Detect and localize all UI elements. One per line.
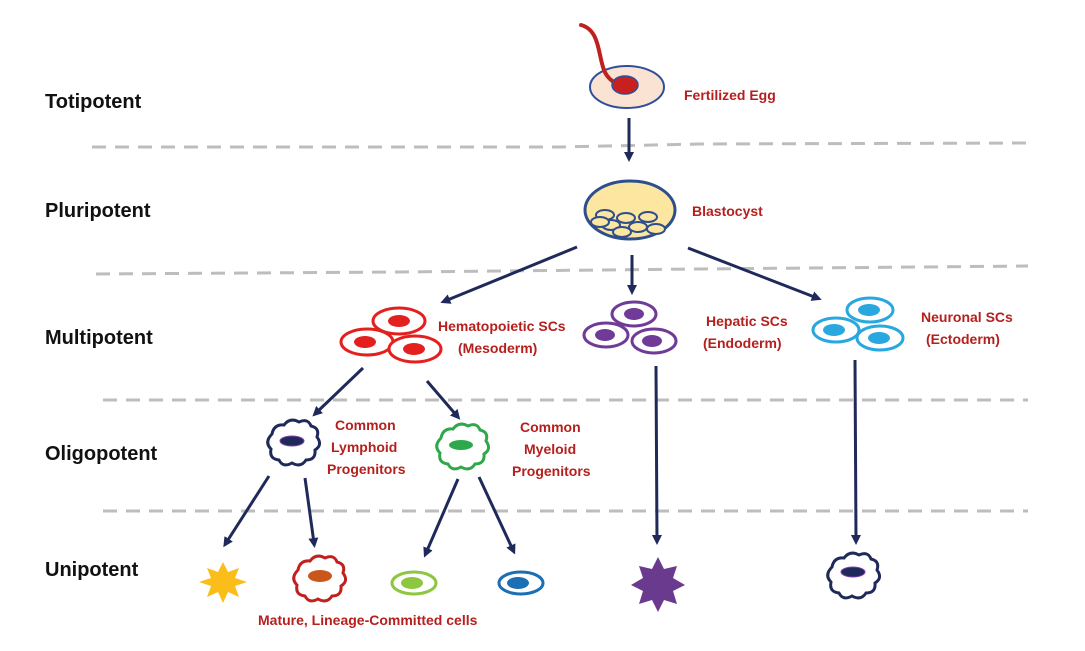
arrow-hematopoietic-to-myeloid bbox=[425, 380, 461, 420]
mature-navy-cloud-cell-icon bbox=[826, 551, 882, 600]
hepatic-label-line1: Hepatic SCs bbox=[706, 313, 788, 329]
arrow-blastocyst-to-hematopoietic bbox=[440, 245, 578, 304]
lymphoid-progenitor-icon bbox=[266, 418, 322, 467]
divider-pluri-multi bbox=[95, 264, 1029, 276]
arrow-lymphoid-to-red-cell bbox=[303, 477, 319, 548]
mature-yellow-star-cell-icon bbox=[199, 562, 247, 603]
blastocyst-label: Blastocyst bbox=[692, 203, 763, 219]
arrow-lymphoid-to-yellow-cell bbox=[223, 475, 271, 548]
hematopoietic-sc-icon bbox=[339, 306, 443, 364]
arrow-neuronal-to-mature bbox=[850, 359, 861, 545]
myeloid-progenitor-icon bbox=[435, 422, 491, 471]
neuronal-label-line2: (Ectoderm) bbox=[926, 331, 1000, 347]
mature-blue-cell-icon bbox=[497, 570, 545, 596]
myeloid-label-line1: Common bbox=[520, 419, 581, 435]
myeloid-label-line3: Progenitors bbox=[512, 463, 591, 479]
hematopoietic-label-line1: Hematopoietic SCs bbox=[438, 318, 566, 334]
lymphoid-label-line1: Common bbox=[335, 417, 396, 433]
hepatic-sc-icon bbox=[582, 300, 678, 355]
mature-lightgreen-cell-icon bbox=[390, 570, 438, 596]
mature-purple-star-cell-icon bbox=[631, 557, 685, 612]
hematopoietic-label-line2: (Mesoderm) bbox=[458, 340, 537, 356]
level-label-totipotent: Totipotent bbox=[45, 91, 142, 113]
lymphoid-label-line2: Lymphoid bbox=[331, 439, 397, 455]
level-label-pluripotent: Pluripotent bbox=[45, 200, 151, 222]
fertilized-egg-icon bbox=[579, 23, 665, 109]
hepatic-label-line2: (Endoderm) bbox=[703, 335, 782, 351]
neuronal-label-line1: Neuronal SCs bbox=[921, 309, 1013, 325]
divider-toti-pluri bbox=[92, 141, 1029, 149]
mature-cells-caption: Mature, Lineage-Committed cells bbox=[258, 612, 478, 628]
myeloid-label-line2: Myeloid bbox=[524, 441, 576, 457]
level-label-unipotent: Unipotent bbox=[45, 559, 139, 581]
arrow-myeloid-to-blue-cell bbox=[477, 476, 516, 555]
arrow-hepatic-to-mature bbox=[651, 365, 662, 545]
lymphoid-label-line3: Progenitors bbox=[327, 461, 406, 477]
fertilized-egg-label: Fertilized Egg bbox=[684, 87, 776, 103]
arrow-blastocyst-to-neuronal bbox=[687, 246, 822, 301]
blastocyst-icon bbox=[583, 179, 677, 241]
mature-red-cloud-cell-icon bbox=[292, 554, 348, 603]
level-label-oligopotent: Oligopotent bbox=[45, 443, 158, 465]
arrow-hematopoietic-to-lymphoid bbox=[312, 366, 365, 417]
arrow-myeloid-to-green-cell bbox=[423, 478, 460, 558]
neuronal-sc-icon bbox=[811, 296, 905, 352]
level-label-multipotent: Multipotent bbox=[45, 327, 153, 349]
